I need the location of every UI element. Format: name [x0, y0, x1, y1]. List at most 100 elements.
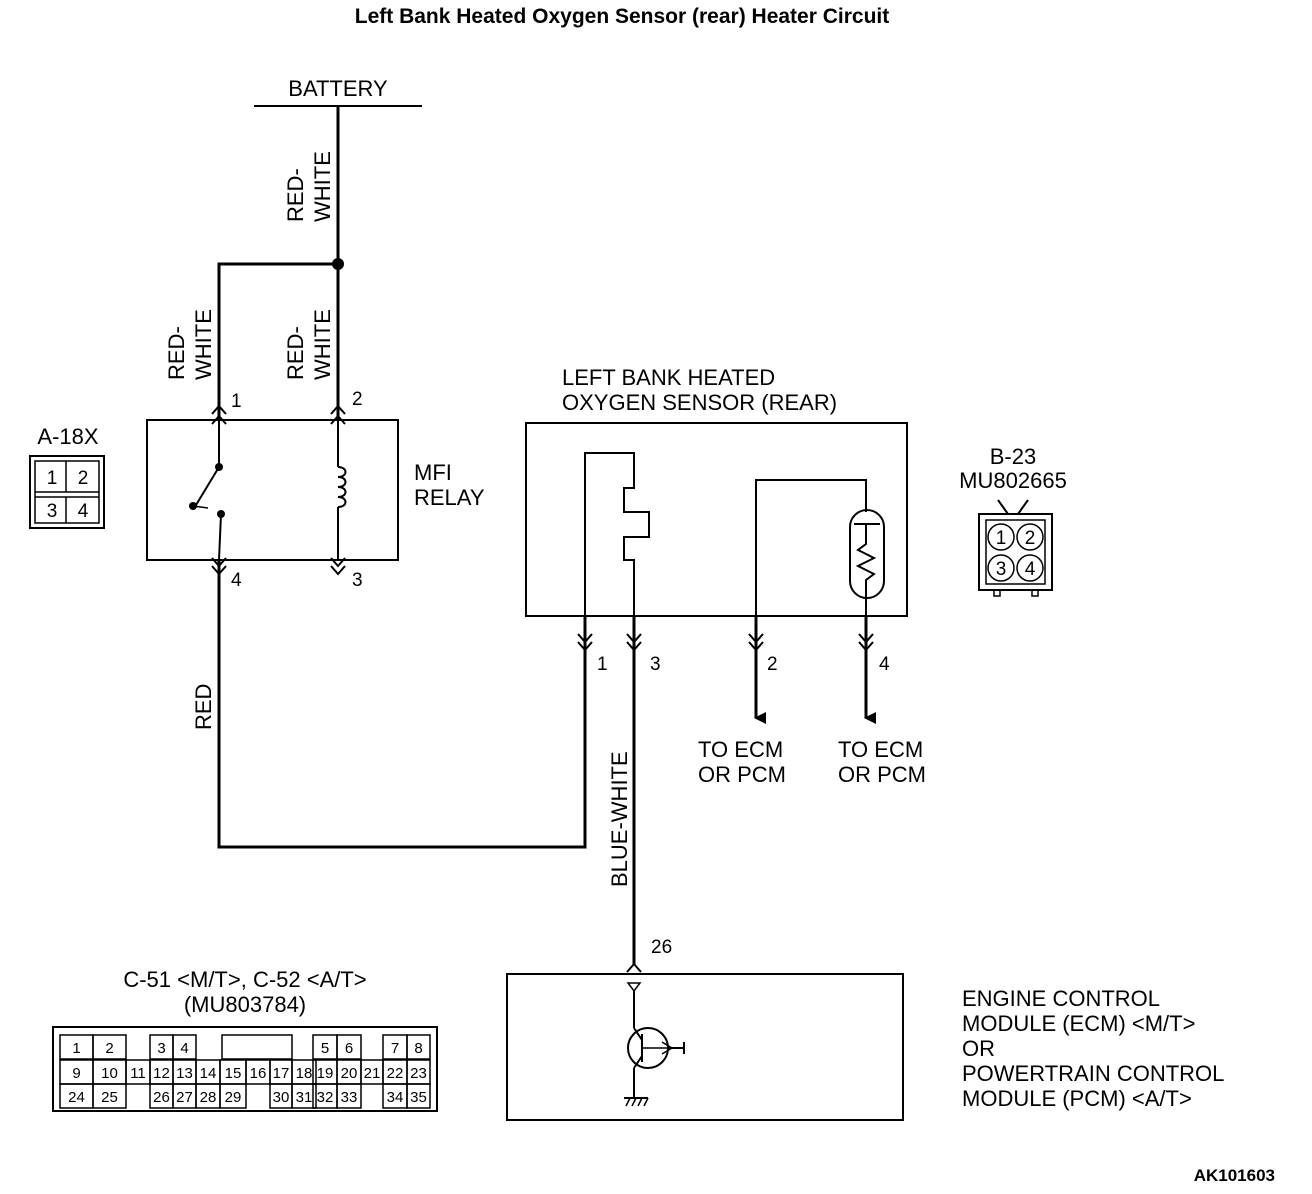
relay-connector-code: A-18X [37, 424, 98, 449]
relay-coil-icon [337, 466, 347, 508]
ecm-connector-pin-label: 33 [341, 1089, 358, 1106]
wire-label-battery-2: WHITE [310, 151, 335, 222]
wire-to-relay-pin1 [217, 262, 338, 420]
to-ecm-2-line-1: TO ECM [838, 737, 923, 762]
sensor-connector-pin-2: 2 [1025, 528, 1036, 549]
ecm-connector-title-1: C-51 <M/T>, C-52 <A/T> [123, 967, 366, 992]
relay-pin-3: 3 [352, 570, 363, 591]
wire-label-blue-white: BLUE-WHITE [607, 751, 632, 887]
relay-label-1: MFI [414, 460, 452, 485]
sensor-connector-cavity-2 [1016, 523, 1044, 551]
ecm-pin-26: 26 [651, 937, 672, 958]
relay-connector-outer [29, 455, 105, 529]
sensor-element-resistor [855, 524, 877, 598]
relay-pin1-connector-icon [211, 404, 227, 425]
ecm-connector-pin-label: 2 [105, 1040, 113, 1057]
ecm-connector-cavity [92, 1034, 127, 1060]
ecm-connector-pin-label: 26 [153, 1089, 170, 1106]
ecm-connector-pin-label: 30 [273, 1089, 290, 1106]
sensor-pin1-connector-icon [577, 633, 593, 652]
relay-pin-2: 2 [352, 389, 363, 410]
ecm-connector-pin-label: 12 [153, 1065, 170, 1082]
ecm-connector-pin-label: 4 [180, 1040, 188, 1057]
ecm-connector-pin-label: 3 [157, 1040, 165, 1057]
ecm-connector-pin-label: 16 [250, 1065, 267, 1082]
relay-pin3-connector-icon [330, 557, 346, 576]
relay-pin2-connector-icon [330, 404, 346, 425]
ecm-connector-pin-label: 25 [101, 1089, 118, 1106]
sensor-connector-tab-left [993, 589, 1001, 597]
ecm-connector-outer [52, 1026, 438, 1112]
to-ecm-1-line-1: TO ECM [698, 737, 783, 762]
ecm-connector-cavity [336, 1083, 362, 1109]
ecm-connector-pin-label: 5 [321, 1040, 329, 1057]
battery-label: BATTERY [288, 76, 388, 101]
sensor-connector-cavity-4 [1016, 554, 1044, 582]
ecm-connector-pin-label: 22 [387, 1065, 404, 1082]
ecm-connector-pin-label: 20 [341, 1065, 358, 1082]
ecm-connector-pin-label: 31 [296, 1089, 313, 1106]
ecm-pin-connector-icon [626, 962, 642, 973]
wire-label-pin2-1: RED- [283, 326, 308, 380]
ecm-connector-pin-label: 24 [68, 1089, 85, 1106]
ecm-label-3: OR [962, 1036, 995, 1061]
ecm-connector-pin-label: 9 [72, 1065, 80, 1082]
ecm-connector-pin-label: 6 [345, 1040, 353, 1057]
relay-switch-blade [195, 466, 220, 506]
ecm-connector-pin-label: 1 [72, 1040, 80, 1057]
ecm-input-terminal-icon [626, 982, 642, 993]
ecm-connector-pin-label: 23 [410, 1065, 427, 1082]
ecm-connector-pin-label: 7 [391, 1040, 399, 1057]
ecm-label-5: MODULE (PCM) <A/T> [962, 1086, 1192, 1111]
sensor-connector-cavity-1 [987, 523, 1015, 551]
ecm-label-1: ENGINE CONTROL [962, 986, 1160, 1011]
ecm-connector-title-2: (MU803784) [184, 992, 306, 1017]
ecm-connector-pin-label: 8 [414, 1040, 422, 1057]
ecm-connector-cavity [219, 1083, 247, 1109]
sensor-pin-4: 4 [879, 654, 890, 675]
figure-code: AK101603 [1194, 1166, 1275, 1185]
wire-label-pin2-2: WHITE [310, 309, 335, 380]
ecm-label-4: POWERTRAIN CONTROL [962, 1061, 1224, 1086]
diagram-title: Left Bank Heated Oxygen Sensor (rear) He… [355, 5, 890, 28]
sensor-element-lead [755, 479, 867, 616]
sensor-pin-2: 2 [767, 654, 778, 675]
relay-switch-arm [192, 505, 209, 509]
ecm-connector-cavity [406, 1083, 431, 1109]
ecm-connector-pin-label: 11 [130, 1065, 146, 1082]
sensor-label-2: OXYGEN SENSOR (REAR) [562, 390, 837, 415]
ecm-connector-pin-label: 29 [225, 1089, 242, 1106]
ecm-connector-pin-label: 19 [317, 1065, 334, 1082]
to-ecm-2-line-2: OR PCM [838, 762, 926, 787]
relay-label-2: RELAY [414, 485, 485, 510]
relay-connector-pin-4: 4 [78, 501, 89, 522]
ecm-transistor-emitter [633, 1055, 643, 1069]
ecm-connector-cavity [92, 1083, 127, 1109]
ecm-connector-pin-label: 35 [410, 1089, 427, 1106]
oxygen-sensor-box [525, 422, 908, 617]
ecm-connector-pin-label: 28 [200, 1089, 217, 1106]
ecm-connector-cavity [406, 1034, 431, 1060]
ground-hatch-icon [625, 1097, 649, 1107]
wire-label-pin1-1: RED- [164, 326, 189, 380]
ecm-connector-cavity [291, 1083, 317, 1109]
ecm-connector-pin-label: 21 [364, 1065, 381, 1082]
ecm-label-2: MODULE (ECM) <M/T> [962, 1011, 1195, 1036]
wire-red [217, 560, 587, 849]
sensor-connector-pin-3: 3 [996, 559, 1007, 580]
sensor-connector-latch-icon [997, 499, 1029, 515]
ecm-connector-pin-label: 32 [317, 1089, 334, 1106]
mfi-relay-box [146, 419, 399, 561]
relay-pin-4: 4 [231, 570, 242, 591]
wire-label-pin1-2: WHITE [191, 309, 216, 380]
to-ecm-1-line-2: OR PCM [698, 762, 786, 787]
ecm-connector-cavity [336, 1034, 362, 1060]
relay-connector-pin-3: 3 [47, 501, 58, 522]
ecm-connector-pin-label: 27 [176, 1089, 193, 1106]
wire-label-battery-1: RED- [283, 168, 308, 222]
relay-connector-pin-2: 2 [78, 468, 89, 489]
ecm-connector-pin-label: 18 [296, 1065, 313, 1082]
ecm-box [506, 973, 904, 1121]
sensor-connector-cavity-3 [987, 554, 1015, 582]
